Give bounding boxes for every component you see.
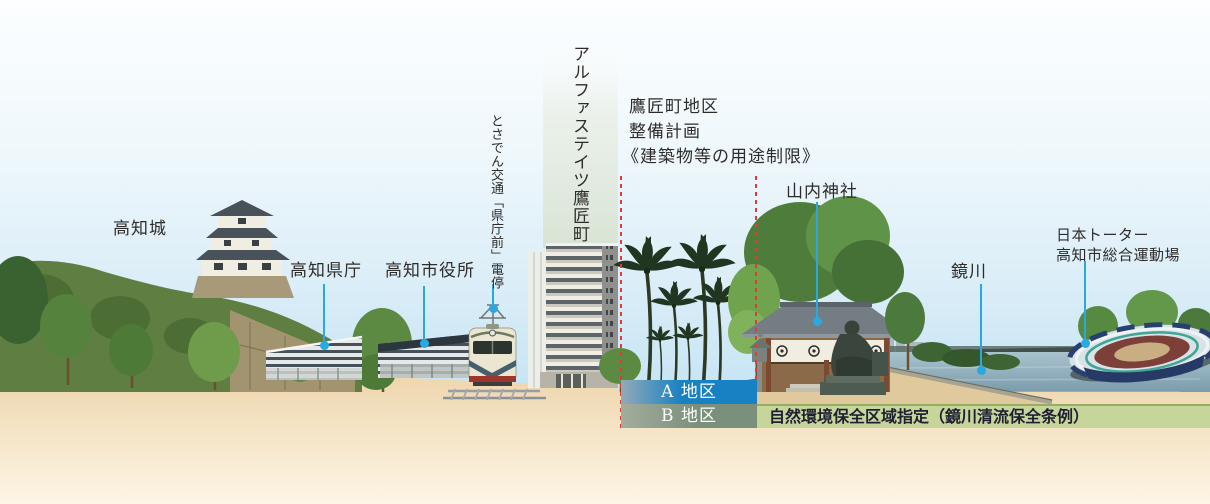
leader-line-prefectural-office	[323, 284, 325, 344]
leader-dot-tram-stop	[489, 304, 498, 313]
prefectural-office-illustration	[265, 335, 363, 380]
shrine-label: 山内神社	[786, 182, 858, 202]
district-boundary-right	[755, 176, 757, 428]
tower-illustration	[528, 243, 641, 392]
district-a-band: A 地区	[621, 380, 757, 404]
leader-line-city-hall	[423, 286, 425, 342]
preservation-band: 自然環境保全区域指定（鏡川清流保全条例）	[757, 404, 1210, 428]
tram-illustration	[443, 304, 546, 401]
castle-label: 高知城	[113, 219, 167, 239]
leader-dot-river	[976, 366, 986, 375]
prefectural-office-label: 高知県庁	[290, 261, 362, 281]
leader-dot-prefectural-office	[320, 341, 329, 350]
riverbank-trees	[885, 292, 1020, 370]
tram-stop-label: とさでん交通「県庁前」電停	[488, 114, 503, 290]
district-plan-line2: 整備計画	[629, 122, 701, 142]
leader-line-river	[980, 284, 982, 368]
city-hall-illustration	[378, 334, 472, 378]
river-label: 鏡川	[951, 262, 987, 282]
leader-dot-shrine	[812, 317, 822, 326]
stadium-illustration	[1066, 290, 1210, 383]
statue-illustration	[820, 320, 888, 395]
leader-line-sports-ground	[1084, 261, 1086, 341]
leader-line-shrine	[816, 202, 818, 320]
district-b-band: B 地区	[621, 404, 757, 428]
tower-name-label: アルファステイツ鷹匠町	[569, 45, 589, 243]
district-plan-line1: 鷹匠町地区	[629, 97, 719, 117]
tower-highlight-band	[543, 36, 618, 248]
sports-ground-label-line2: 高知市総合運動場	[1056, 246, 1181, 264]
leader-dot-city-hall	[420, 339, 429, 348]
leader-dot-sports-ground	[1080, 339, 1090, 348]
leader-line-tram-stop	[492, 284, 494, 306]
district-boundary-left	[620, 176, 622, 428]
district-plan-line3: 《建築物等の用途制限》	[622, 147, 820, 167]
city-hall-label: 高知市役所	[385, 261, 475, 281]
sports-ground-label-line1: 日本トーター	[1056, 226, 1150, 244]
